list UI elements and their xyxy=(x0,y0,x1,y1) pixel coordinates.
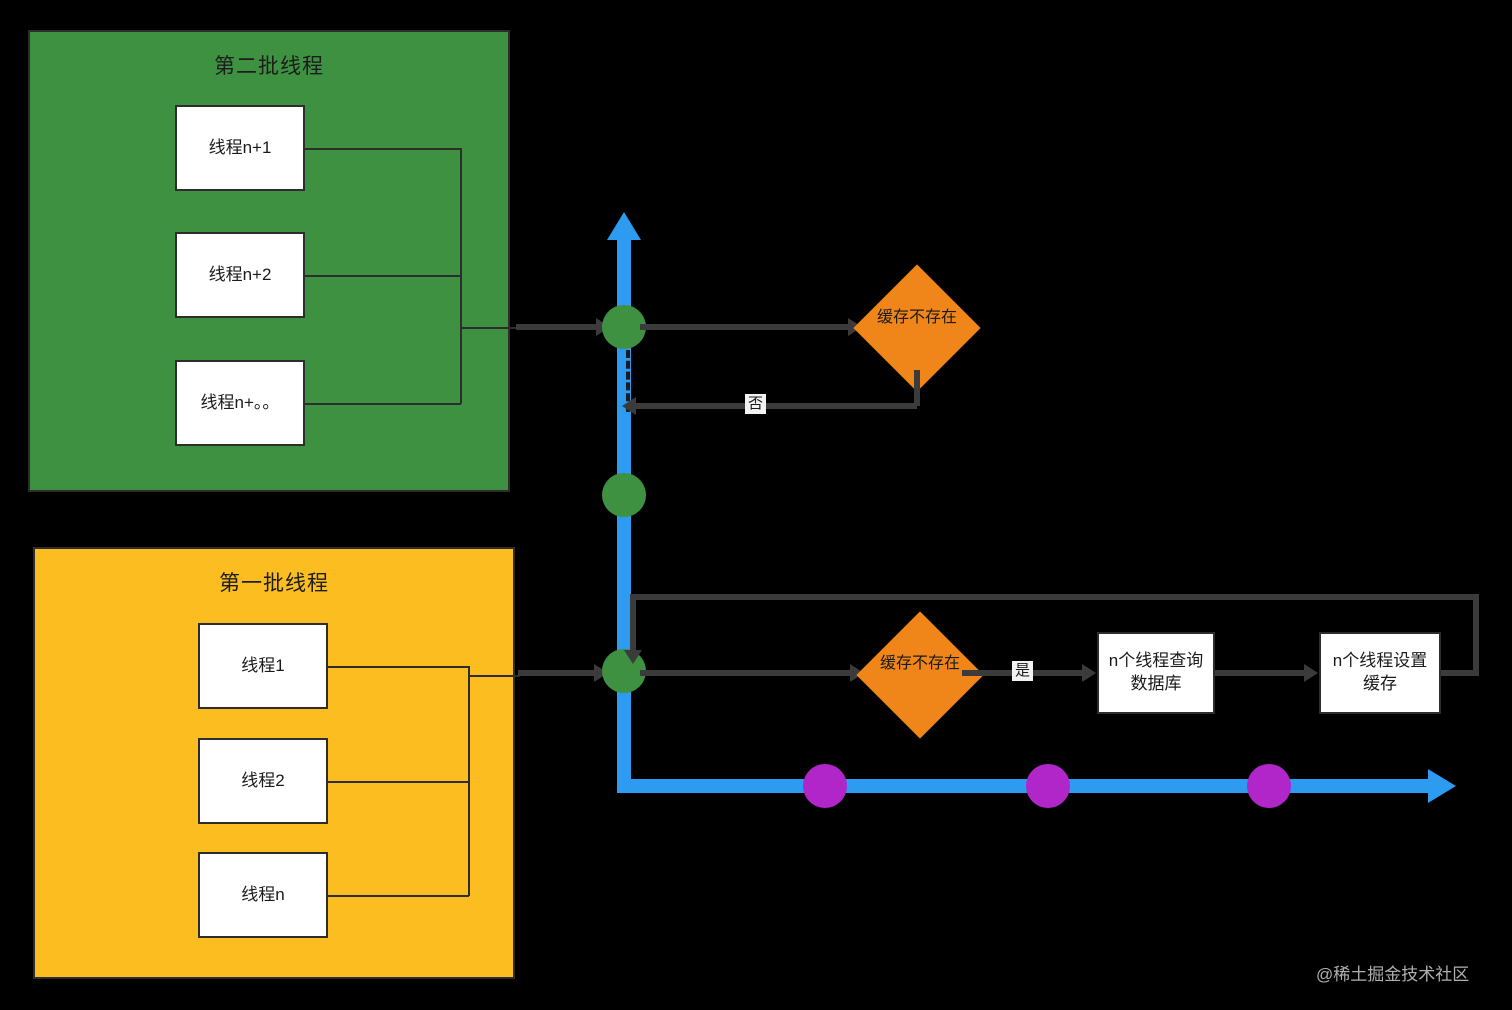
yellow-branch-1 xyxy=(328,666,469,668)
timeline-marker-1[interactable] xyxy=(803,764,847,808)
swimlane-first-batch-title: 第一批线程 xyxy=(219,572,329,595)
flow-query-db-to-set-cache xyxy=(1215,670,1310,676)
thread-box-1[interactable]: 线程1 xyxy=(198,623,328,709)
flow-top-decision-down xyxy=(914,370,920,406)
process-box-query-db[interactable]: n个线程查询数据库 xyxy=(1097,632,1215,714)
decision-cache-miss-top-label: 缓存不存在 xyxy=(877,309,958,326)
flow-return-loop-up xyxy=(1473,594,1479,674)
decision-cache-miss-bottom-label: 缓存不存在 xyxy=(880,655,961,672)
lifeline-top-arrow-icon xyxy=(607,212,641,240)
green-branch-3 xyxy=(305,403,461,405)
thread-box-n-plus-dots[interactable]: 线程n+。。 xyxy=(175,360,305,446)
edge-label-no: 否 xyxy=(745,394,767,414)
green-branch-1 xyxy=(305,148,461,150)
edge-label-yes: 是 xyxy=(1012,661,1034,681)
lifeline-right-arrow-icon xyxy=(1428,769,1456,803)
thread-box-n-plus-1[interactable]: 线程n+1 xyxy=(175,105,305,191)
swimlane-second-batch-title: 第二批线程 xyxy=(214,55,324,78)
flow-yellow-to-lifeline xyxy=(518,670,604,676)
yellow-branch-3 xyxy=(328,895,469,897)
flow-green-to-lifeline xyxy=(516,324,604,330)
sync-dot-middle[interactable] xyxy=(602,473,646,517)
green-branch-spine xyxy=(460,148,462,404)
arrow-query-db-to-set-cache xyxy=(1304,664,1318,682)
flow-top-decision-back xyxy=(632,403,917,409)
arrow-top-decision-back xyxy=(622,397,636,415)
thread-box-n[interactable]: 线程n xyxy=(198,852,328,938)
flow-return-loop-left xyxy=(630,594,1479,600)
process-box-set-cache[interactable]: n个线程设置缓存 xyxy=(1319,632,1441,714)
thread-box-2[interactable]: 线程2 xyxy=(198,738,328,824)
yellow-branch-2 xyxy=(328,781,469,783)
flow-to-top-decision xyxy=(640,324,853,330)
yellow-branch-out xyxy=(468,675,520,677)
arrow-return-loop-down xyxy=(624,650,642,664)
sync-dot-top[interactable] xyxy=(602,305,646,349)
green-branch-2 xyxy=(305,275,461,277)
dashed-return-stub xyxy=(626,350,630,412)
arrow-decision-to-query-db xyxy=(1082,664,1096,682)
thread-box-n-plus-2[interactable]: 线程n+2 xyxy=(175,232,305,318)
watermark: @稀土掘金技术社区 xyxy=(1316,965,1470,984)
green-branch-out xyxy=(460,327,518,329)
flow-to-bottom-decision xyxy=(640,670,855,676)
flow-return-loop-down xyxy=(630,594,636,656)
flow-set-cache-out xyxy=(1441,670,1479,676)
yellow-branch-spine xyxy=(468,666,470,896)
timeline-marker-2[interactable] xyxy=(1026,764,1070,808)
timeline-marker-3[interactable] xyxy=(1247,764,1291,808)
